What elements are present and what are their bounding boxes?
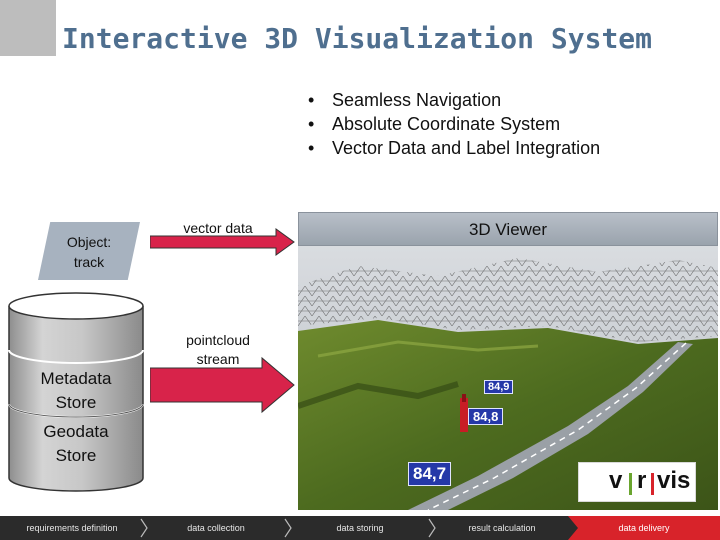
- geodata-line1: Geodata: [43, 422, 109, 441]
- bullet-item: • Vector Data and Label Integration: [308, 136, 600, 160]
- database-cylinder: [8, 292, 144, 492]
- geodata-store-label: Geodata Store: [8, 420, 144, 468]
- step-data-storing[interactable]: data storing: [336, 523, 384, 533]
- road-marker-label: 84,7: [408, 462, 452, 486]
- object-label-line1: Object:: [66, 234, 112, 250]
- step-data-collection[interactable]: data collection: [187, 523, 245, 533]
- logo-divider: [629, 473, 632, 495]
- vector-data-label: vector data: [183, 220, 253, 236]
- bullet-text: Vector Data and Label Integration: [332, 138, 601, 158]
- bullet-item: • Seamless Navigation: [308, 88, 600, 112]
- corner-decoration: [0, 0, 56, 56]
- bullet-icon: •: [308, 114, 315, 134]
- metadata-line2: Store: [55, 393, 97, 412]
- terrain-rendering: [298, 246, 718, 510]
- 3d-viewer-canvas[interactable]: 84,9 84,8 84,7: [298, 246, 718, 510]
- object-track-shape: [38, 222, 140, 280]
- page-title: Interactive 3D Visualization System: [62, 22, 653, 55]
- step-separator-icon: [284, 518, 292, 538]
- vrvis-logo: v r vis: [578, 462, 696, 502]
- viewer-header: 3D Viewer: [298, 212, 718, 246]
- object-track-label: Object: track: [38, 232, 140, 272]
- bullet-text: Seamless Navigation: [332, 90, 502, 110]
- logo-part: v: [609, 467, 623, 494]
- step-separator-icon: [428, 518, 436, 538]
- object-label-line2: track: [73, 254, 105, 270]
- pointcloud-stream-arrow: [150, 356, 295, 414]
- database-icon: [8, 292, 144, 492]
- logo-part: vis: [657, 467, 691, 494]
- viewer-title: 3D Viewer: [468, 220, 548, 239]
- process-step-bar: requirements definition data collection …: [0, 516, 720, 540]
- step-requirements-definition[interactable]: requirements definition: [26, 523, 118, 533]
- bullet-icon: •: [308, 90, 315, 110]
- pointcloud-stream-label: pointcloud stream: [168, 331, 268, 369]
- pointcloud-line1: pointcloud: [186, 332, 250, 348]
- bullet-icon: •: [308, 138, 315, 158]
- bullet-item: • Absolute Coordinate System: [308, 112, 600, 136]
- logo-part: r: [637, 467, 647, 494]
- geodata-line2: Store: [55, 446, 97, 465]
- road-marker-label: 84,9: [484, 380, 514, 394]
- step-result-calculation[interactable]: result calculation: [468, 523, 536, 533]
- pointcloud-line2: stream: [196, 351, 240, 367]
- bullet-text: Absolute Coordinate System: [332, 114, 561, 134]
- feature-list: • Seamless Navigation • Absolute Coordinat…: [308, 88, 600, 160]
- step-separator-icon: [140, 518, 148, 538]
- metadata-line1: Metadata: [40, 369, 112, 388]
- logo-divider: [651, 473, 654, 495]
- step-data-delivery[interactable]: data delivery: [568, 516, 720, 540]
- road-marker-label: 84,8: [468, 408, 504, 425]
- vector-data-arrow: [150, 228, 295, 256]
- metadata-store-label: Metadata Store: [8, 367, 144, 415]
